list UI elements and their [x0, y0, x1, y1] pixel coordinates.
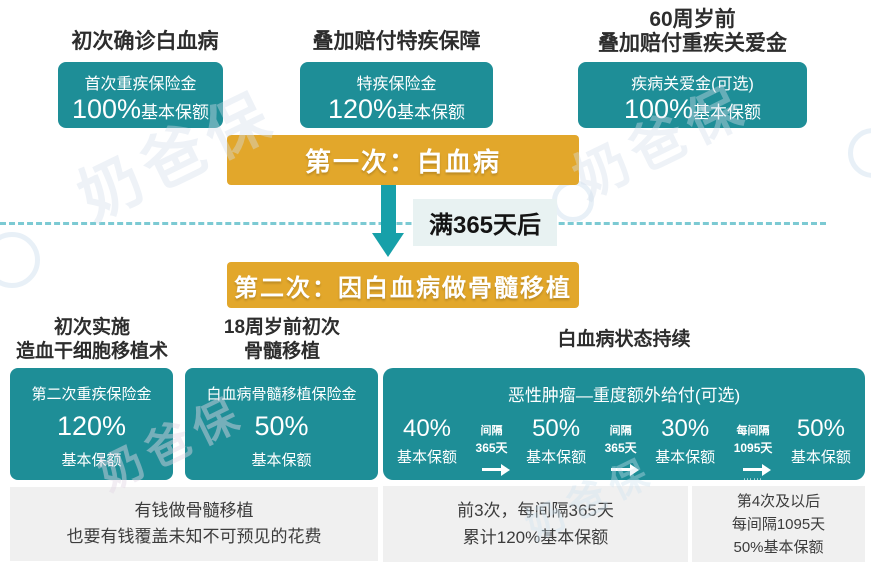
percent-unit: 基本保额: [251, 452, 312, 469]
top-col3-title: 60周岁前 叠加赔付重疾关爱金: [575, 8, 810, 56]
down-arrow-head-icon: [372, 233, 404, 257]
interval-step: 间隔 365天: [475, 422, 510, 476]
percent-unit: 基本保额: [141, 103, 210, 122]
percent-value: 100%: [71, 94, 142, 124]
benefit-name: 疾病关爱金(可选): [631, 76, 754, 93]
footnote-line: 每间隔1095天: [731, 515, 826, 533]
percent-value: 30%: [661, 415, 710, 442]
benefit-box-first-claim: 首次重疾保险金 100%基本保额: [58, 62, 223, 128]
benefit-box-second-claim: 第二次重疾保险金 120% 基本保额: [10, 368, 173, 480]
benefit-name: 特疾保险金: [356, 76, 437, 93]
percent-value: 100%: [623, 94, 694, 124]
interval-word: 间隔: [609, 425, 632, 437]
interval-label: 满365天后: [413, 199, 557, 246]
interval-step: 每间隔 1095天 ⋯⋯: [733, 422, 773, 484]
footnote-line: 第4次及以后: [736, 492, 821, 510]
first-claim-banner: 第一次：白血病: [227, 135, 579, 185]
footnote-line: 累计120%基本保额: [462, 528, 609, 547]
percent-value: 50%: [254, 411, 309, 441]
bottom-col2-title: 18周岁前初次 骨髓移植: [185, 316, 379, 364]
paw-watermark-icon: [0, 232, 40, 288]
interval-days: 1095天: [733, 441, 773, 455]
interval-step: 间隔 365天: [604, 422, 639, 476]
bottom-col2-title-line2: 骨髓移植: [243, 341, 320, 362]
benefit-amount: 100%基本保额: [58, 94, 223, 125]
benefit-amount: 120%基本保额: [300, 94, 493, 125]
percent-value: 50%: [532, 415, 581, 442]
right-arrow-icon: [734, 461, 773, 476]
percent-value: 40%: [402, 415, 452, 442]
right-arrow-icon: [476, 461, 510, 476]
footnote-right: 第4次及以后 每间隔1095天 50%基本保额: [692, 486, 865, 562]
footnote-line: 50%基本保额: [733, 538, 824, 556]
benefit-box-care-fund: 疾病关爱金(可选) 100%基本保额: [578, 62, 807, 128]
benefit-box-marrow-transplant: 白血病骨髓移植保险金 50% 基本保额: [185, 368, 378, 480]
percent-value: 50%: [796, 415, 845, 442]
top-col3-title-line2: 叠加赔付重疾关爱金: [598, 32, 787, 55]
interval-word: 每间隔: [736, 425, 770, 437]
bottom-col1-title-line2: 造血干细胞移植术: [15, 341, 168, 362]
ellipsis-dots: ⋯⋯: [743, 474, 764, 484]
percent-value: 120%: [327, 94, 398, 124]
top-col3-title-line1: 60周岁前: [649, 8, 736, 31]
right-arrow-icon: [605, 461, 639, 476]
payout-sequence: 40% 基本保额 间隔 365天 50% 基本保额 间隔 365天 30% 基本…: [397, 415, 851, 484]
percent-unit: 基本保额: [655, 449, 716, 466]
bottom-col3-title: 白血病状态持续: [557, 329, 691, 350]
benefit-name: 白血病骨髓移植保险金: [206, 386, 357, 403]
paw-watermark-icon: [552, 180, 594, 222]
footnote-line: 有钱做骨髓移植: [134, 501, 254, 520]
benefit-name: 首次重疾保险金: [84, 76, 197, 93]
percent-unit: 基本保额: [790, 449, 851, 466]
footnote-middle: 前3次，每间隔365天 累计120%基本保额: [383, 486, 688, 562]
percent-unit: 基本保额: [526, 449, 587, 466]
top-col1-title: 初次确诊白血病: [71, 30, 219, 53]
second-claim-banner: 第二次：因白血病做骨髓移植: [227, 262, 579, 308]
paw-watermark-icon: [848, 128, 871, 178]
footnote-left: 有钱做骨髓移植 也要有钱覆盖未知不可预见的花费: [10, 487, 378, 561]
payout-step: 40% 基本保额: [397, 415, 457, 467]
percent-unit: 基本保额: [397, 449, 458, 466]
top-col2-title: 叠加赔付特疾保障: [312, 30, 481, 53]
footnote-line: 前3次，每间隔365天: [457, 501, 614, 520]
payout-step: 50% 基本保额: [526, 415, 586, 467]
payout-step: 50% 基本保额: [791, 415, 851, 467]
benefit-amount: 100%基本保额: [578, 94, 807, 125]
interval-word: 间隔: [480, 425, 503, 437]
benefit-name: 第二次重疾保险金: [31, 386, 152, 403]
percent-value: 120%: [56, 411, 127, 441]
bottom-col2-title-line1: 18周岁前初次: [223, 317, 341, 338]
benefit-name: 恶性肿瘤—重度额外给付(可选): [507, 386, 741, 405]
percent-unit: 基本保额: [397, 103, 466, 122]
benefit-box-extra-malignant-payout: 恶性肿瘤—重度额外给付(可选) 40% 基本保额 间隔 365天 50% 基本保…: [383, 368, 865, 484]
down-arrow-icon: [381, 185, 396, 235]
footnote-line: 也要有钱覆盖未知不可预见的花费: [66, 527, 322, 546]
benefit-box-special-disease: 特疾保险金 120%基本保额: [300, 62, 493, 128]
interval-days: 365天: [604, 441, 637, 455]
interval-days: 365天: [475, 441, 508, 455]
bottom-col1-title-line1: 初次实施: [53, 317, 130, 338]
percent-unit: 基本保额: [693, 103, 762, 122]
percent-unit: 基本保额: [61, 452, 122, 469]
payout-step: 30% 基本保额: [655, 415, 715, 467]
bottom-col1-title: 初次实施 造血干细胞移植术: [3, 316, 181, 364]
